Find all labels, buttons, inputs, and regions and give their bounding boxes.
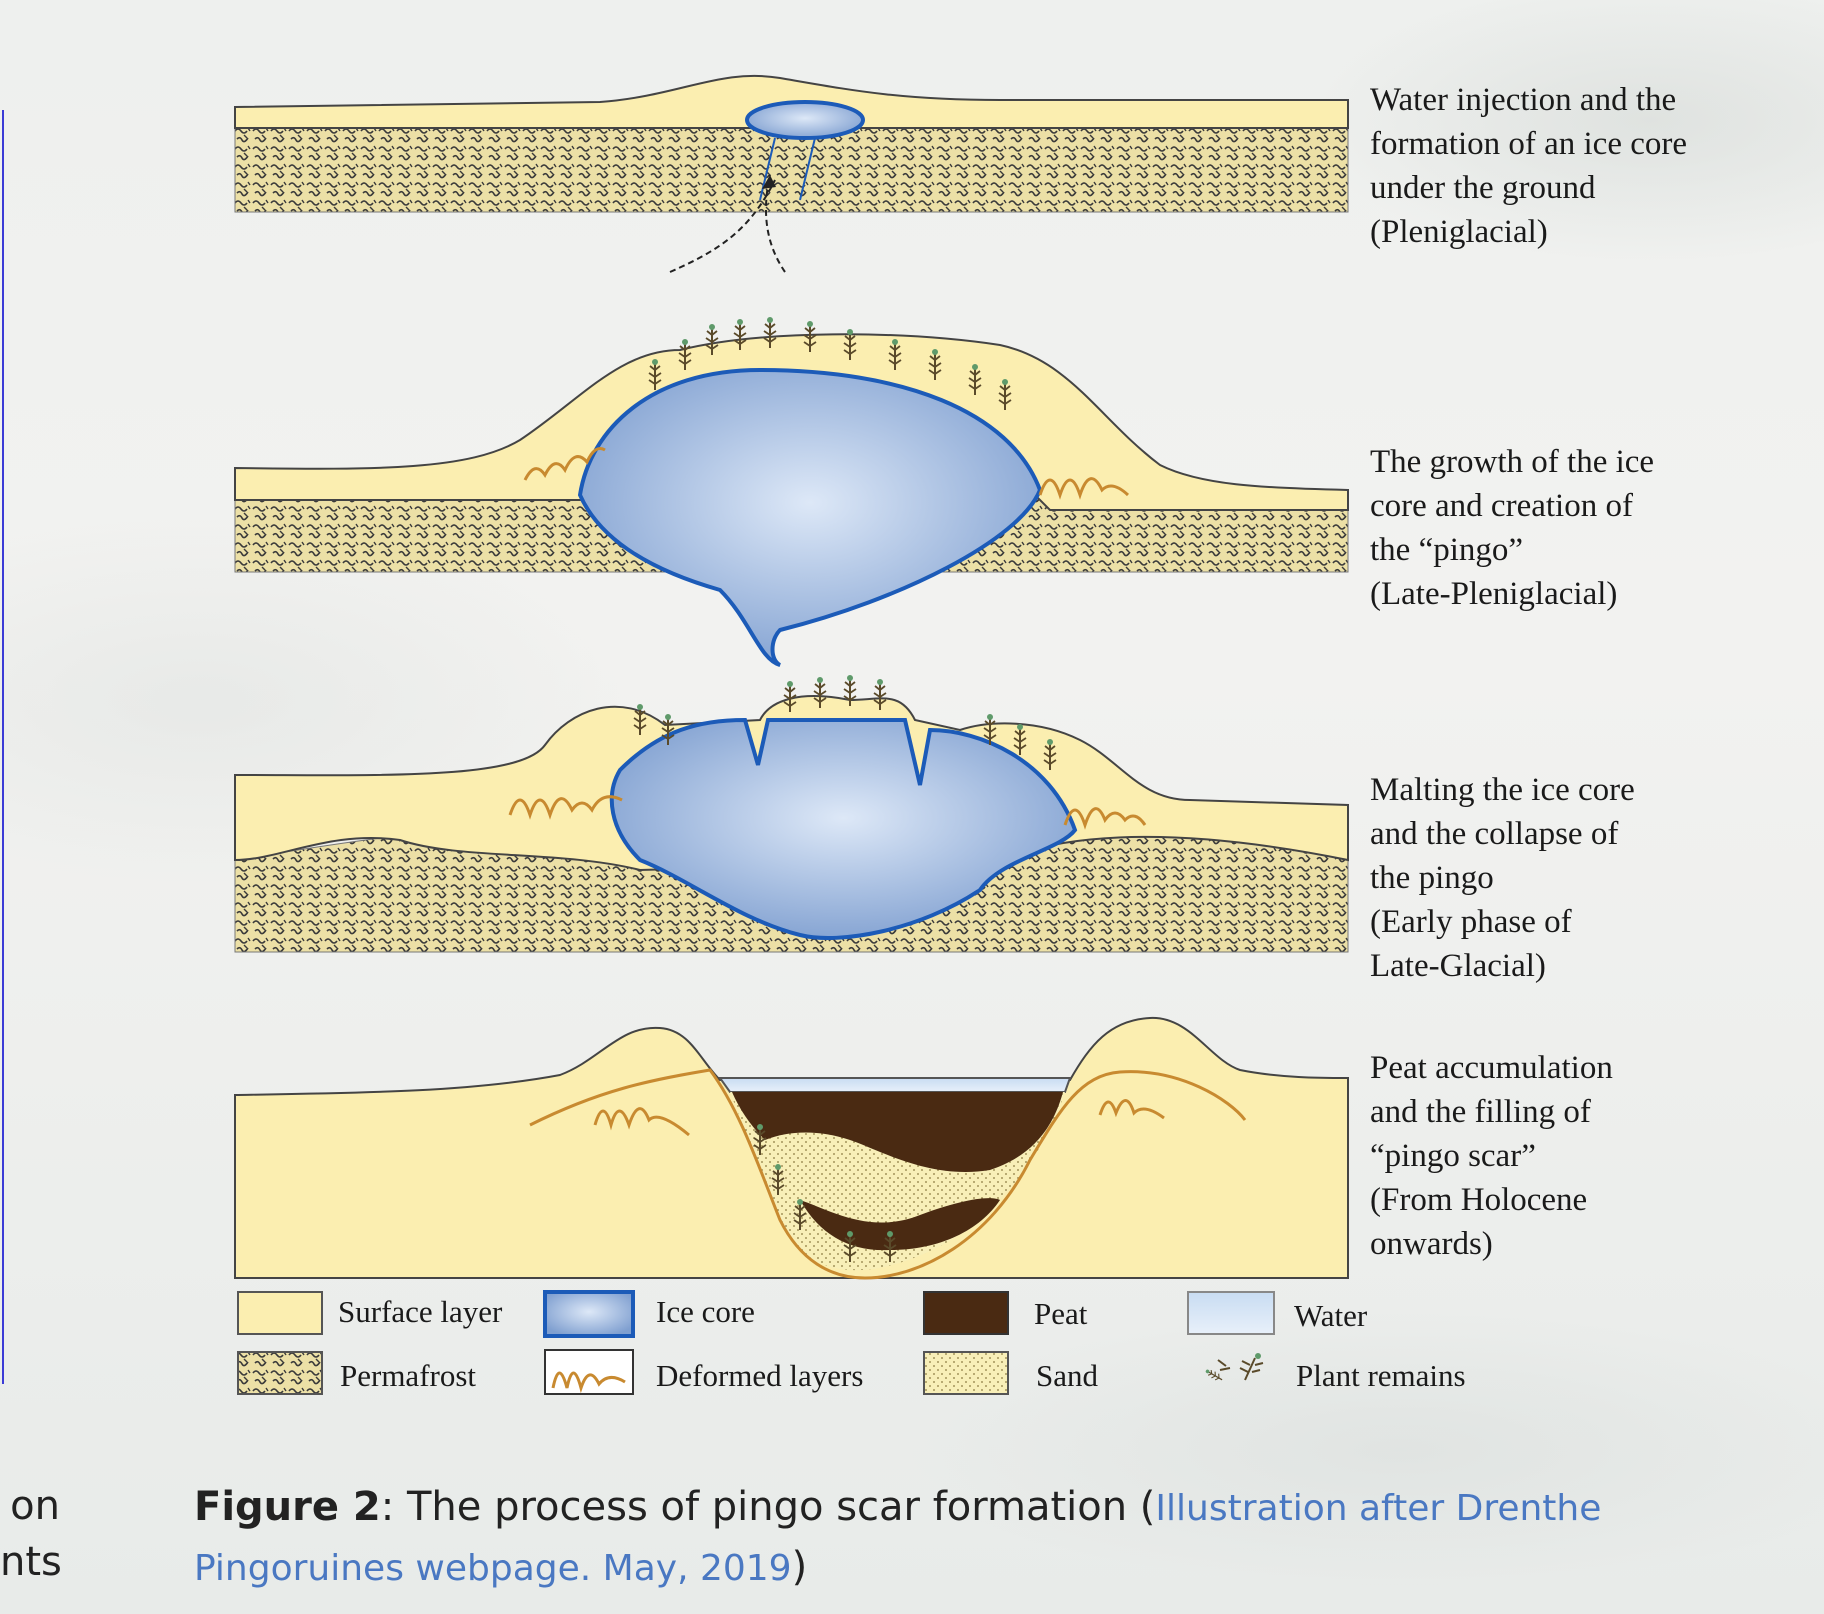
left-cut-text: on nts bbox=[0, 1478, 62, 1590]
legend-swatch-surface-layer bbox=[237, 1291, 323, 1335]
panel-3-deformed-left bbox=[508, 795, 623, 820]
panel-4-peat-upper bbox=[732, 1092, 1063, 1173]
stage-4-line-5: onwards) bbox=[1370, 1226, 1493, 1262]
stage-2-line-3: the “pingo” bbox=[1370, 532, 1524, 568]
panel-1-ice-core bbox=[745, 100, 865, 140]
stage-3-line-5: Late-Glacial) bbox=[1370, 948, 1546, 984]
caption-text: : The process of pingo scar formation ( bbox=[380, 1484, 1156, 1530]
panel-1-permafrost bbox=[234, 127, 1349, 213]
caption-close: ) bbox=[791, 1544, 808, 1590]
stage-4-line-3: “pingo scar” bbox=[1370, 1138, 1536, 1174]
stage-3-line-2: and the collapse of bbox=[1370, 816, 1619, 852]
panel-1-water-channel bbox=[759, 137, 816, 201]
stage-1-description: Water injection and the formation of an … bbox=[1370, 78, 1800, 254]
panel-3-deformed-right bbox=[1063, 807, 1147, 830]
legend bbox=[237, 1290, 1275, 1395]
panel-3-pingo-collapse bbox=[234, 674, 1349, 953]
panel-2-deformed-right bbox=[1038, 477, 1130, 500]
panel-1-injection-arrow-right bbox=[764, 174, 786, 273]
stage-4-line-1: Peat accumulation bbox=[1370, 1050, 1613, 1086]
stage-1-line-1: Water injection and the bbox=[1370, 82, 1677, 118]
stage-3-line-1: Malting the ice core bbox=[1370, 772, 1635, 808]
legend-swatch-peat bbox=[923, 1291, 1009, 1335]
panel-4-deformed-bowl bbox=[529, 1068, 1247, 1280]
caption-source-link[interactable]: Illustration after Drenthe Pingoruines w… bbox=[194, 1488, 1602, 1589]
panel-2-deformed-left bbox=[523, 447, 606, 481]
stage-2-line-1: The growth of the ice bbox=[1370, 444, 1655, 480]
legend-label-deformed-layers: Deformed layers bbox=[656, 1358, 864, 1393]
panel-4-deformed-left bbox=[593, 1107, 690, 1137]
figure-caption: Figure 2: The process of pingo scar form… bbox=[194, 1478, 1814, 1598]
stage-3-description: Malting the ice core and the collapse of… bbox=[1370, 768, 1800, 988]
legend-label-ice-core: Ice core bbox=[656, 1294, 755, 1329]
stage-4-line-4: (From Holocene bbox=[1370, 1182, 1588, 1218]
stage-2-description: The growth of the ice core and creation … bbox=[1370, 440, 1800, 616]
legend-label-peat: Peat bbox=[1034, 1296, 1088, 1331]
legend-plant-remains-icon bbox=[1203, 1353, 1264, 1384]
panel-1-water-injection bbox=[234, 74, 1349, 273]
stage-3-line-4: (Early phase of bbox=[1370, 904, 1572, 940]
legend-label-water: Water bbox=[1294, 1298, 1368, 1333]
panel-4-water bbox=[718, 1077, 1072, 1093]
panel-1-injection-arrow-left bbox=[669, 179, 776, 273]
caption-label: Figure 2 bbox=[194, 1484, 381, 1530]
legend-label-permafrost: Permafrost bbox=[340, 1358, 477, 1393]
legend-swatch-sand bbox=[923, 1351, 1009, 1395]
left-cut-line-1: on bbox=[10, 1483, 60, 1529]
legend-swatch-permafrost bbox=[237, 1351, 323, 1395]
panel-2-pingo-growth bbox=[234, 316, 1349, 667]
stage-1-line-2: formation of an ice core bbox=[1370, 126, 1688, 162]
panel-2-ice-core bbox=[577, 367, 1043, 667]
panel-4-pingo-scar bbox=[234, 1016, 1349, 1280]
stage-2-line-4: (Late-Pleniglacial) bbox=[1370, 576, 1618, 612]
stage-3-line-3: the pingo bbox=[1370, 860, 1494, 896]
panel-1-arrow-head bbox=[762, 175, 776, 189]
stage-4-line-2: and the filling of bbox=[1370, 1094, 1591, 1130]
left-cut-line-2: nts bbox=[0, 1539, 62, 1585]
stage-1-line-3: under the ground bbox=[1370, 170, 1596, 206]
legend-label-plant-remains: Plant remains bbox=[1296, 1358, 1466, 1393]
left-panel-border bbox=[0, 110, 4, 1384]
legend-label-sand: Sand bbox=[1036, 1358, 1098, 1393]
legend-label-surface-layer: Surface layer bbox=[338, 1294, 503, 1329]
legend-swatch-water bbox=[1187, 1291, 1275, 1335]
stage-1-line-4: (Pleniglacial) bbox=[1370, 214, 1548, 250]
panel-3-ice-core bbox=[609, 717, 1078, 940]
panel-4-deformed-right bbox=[1098, 1099, 1165, 1120]
legend-deformed-wave-icon bbox=[551, 1371, 626, 1394]
stage-2-line-2: core and creation of bbox=[1370, 488, 1633, 524]
legend-swatch-ice-core bbox=[543, 1290, 635, 1338]
stage-4-description: Peat accumulation and the filling of “pi… bbox=[1370, 1046, 1800, 1266]
